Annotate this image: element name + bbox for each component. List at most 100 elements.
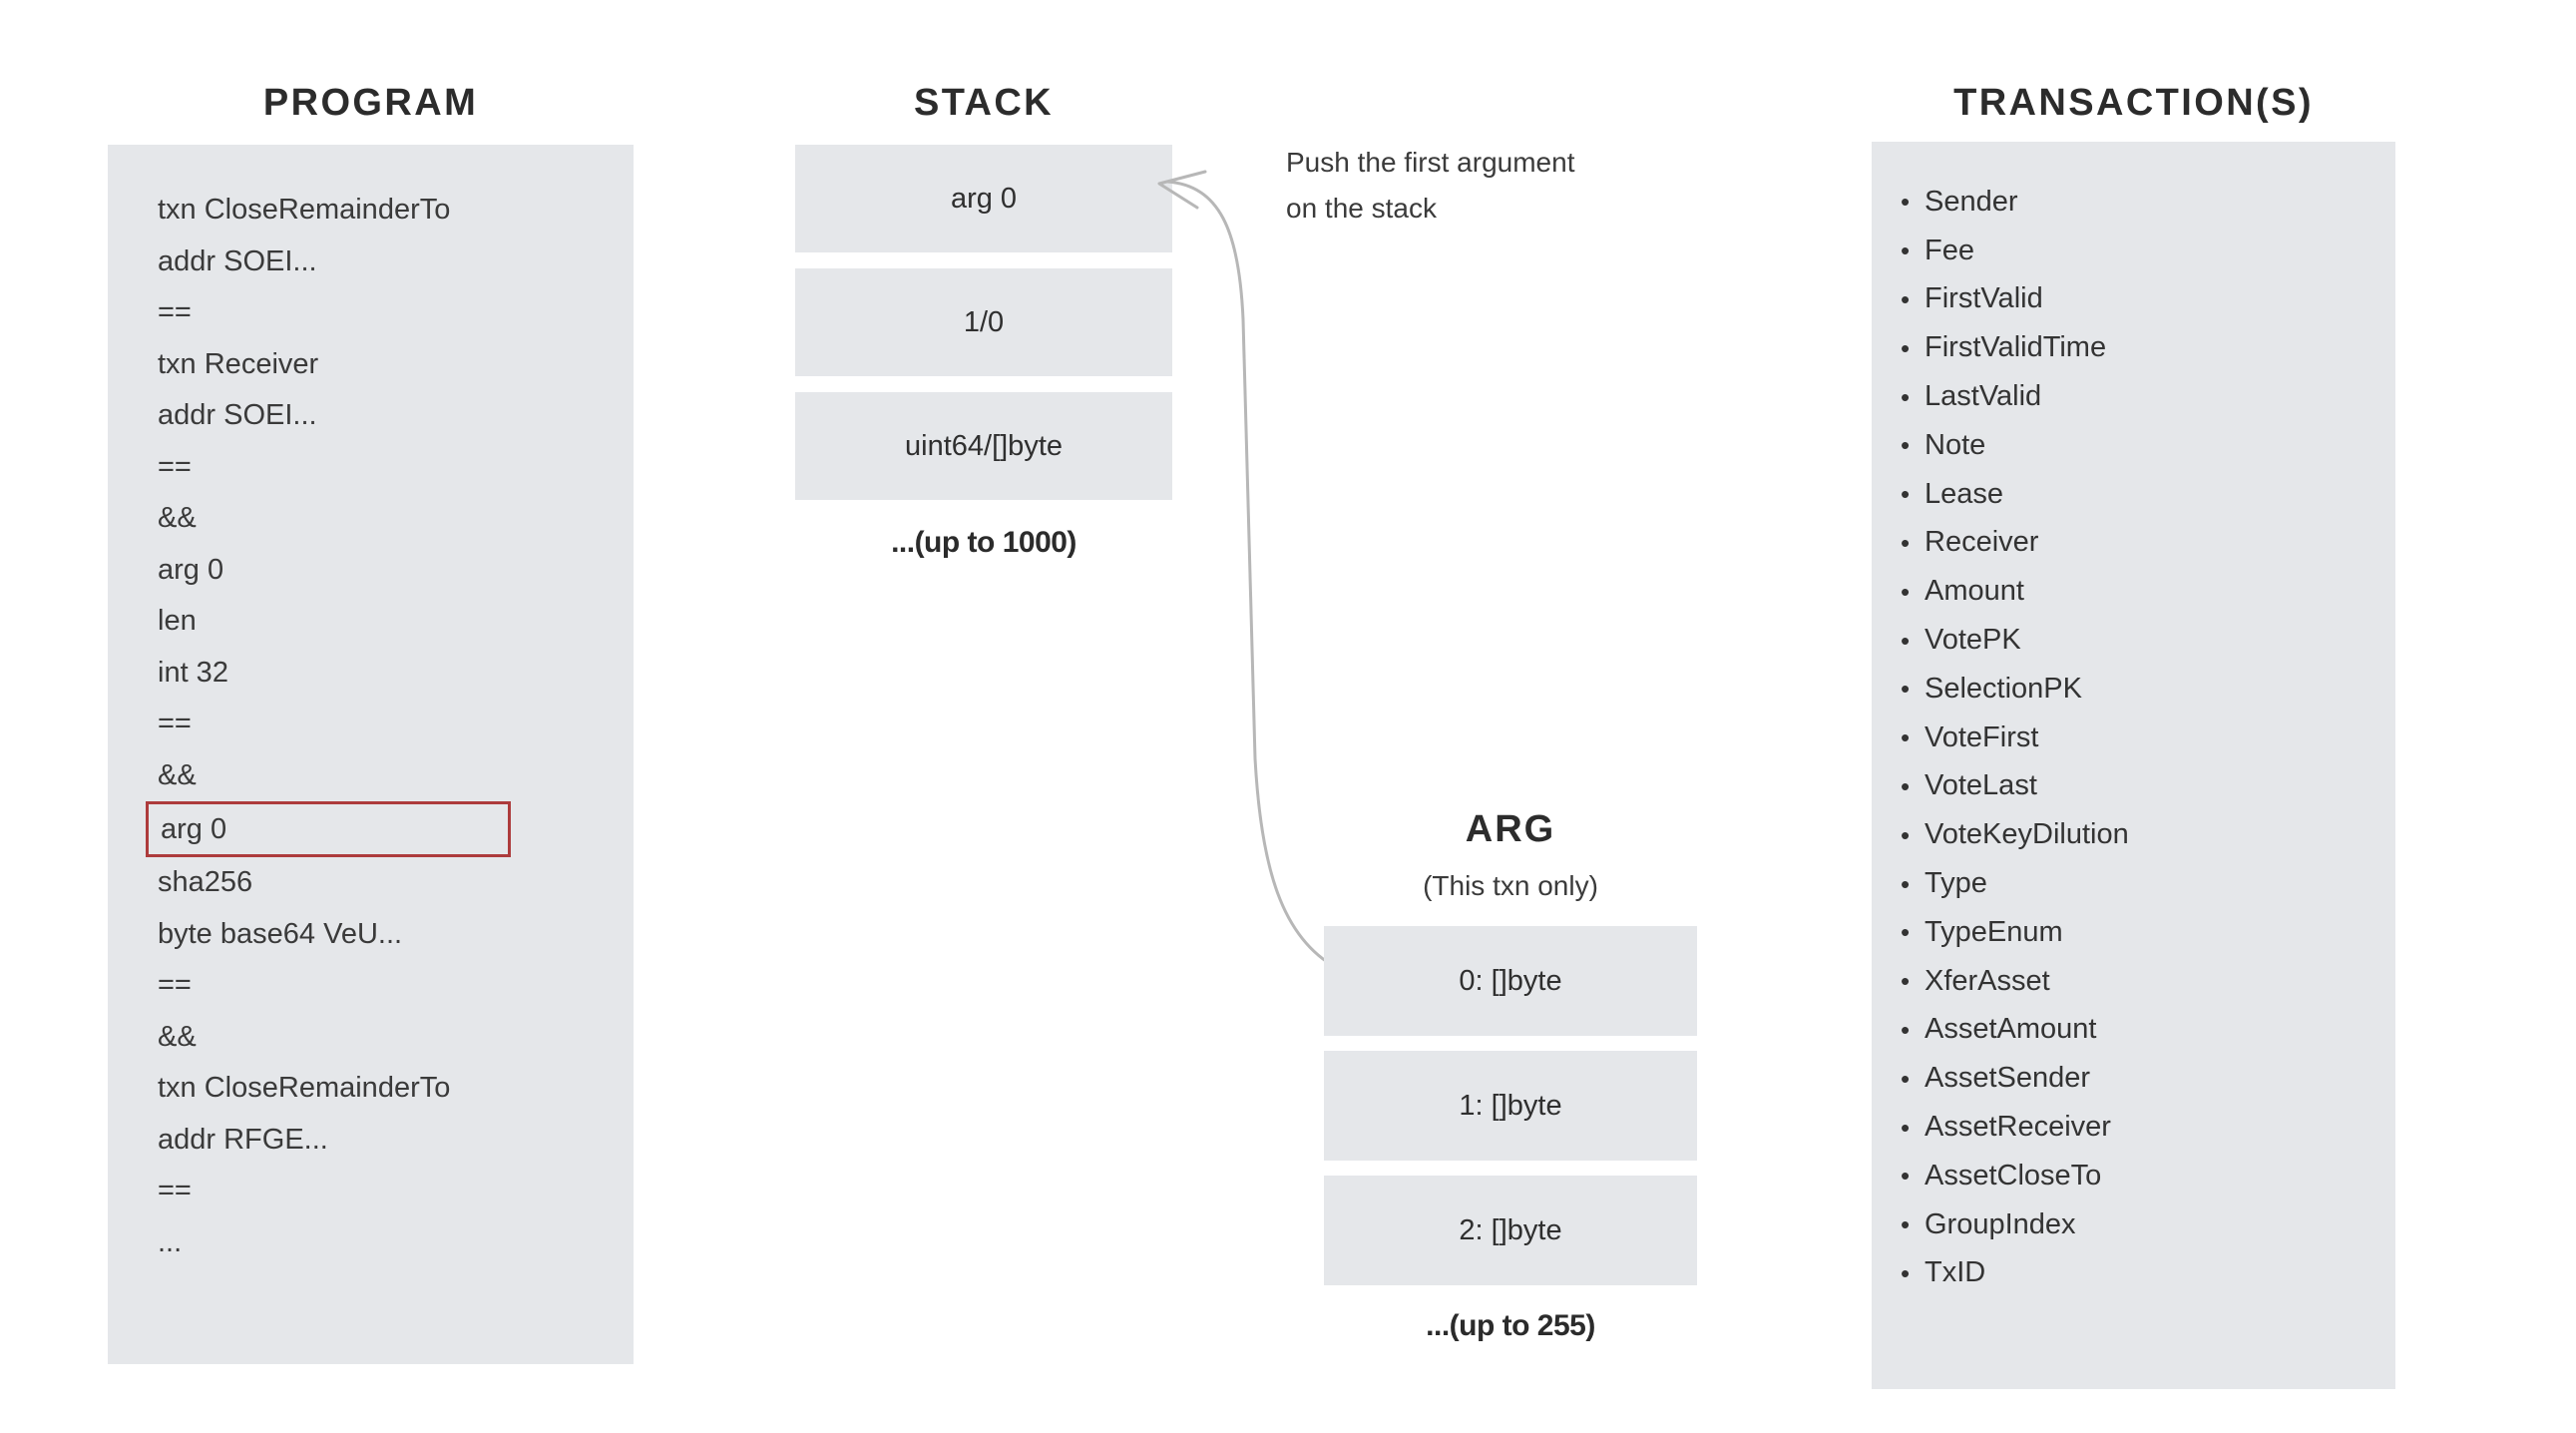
transaction-field-item: • TypeEnum bbox=[1901, 908, 2379, 957]
transaction-field-item: • XferAsset bbox=[1901, 957, 2379, 1006]
transaction-field-label: XferAsset bbox=[1925, 964, 2050, 997]
stack-slot: uint64/[]byte bbox=[795, 392, 1172, 500]
arg-column-subheading: (This txn only) bbox=[1423, 870, 1598, 901]
bullet-icon: • bbox=[1901, 1014, 1911, 1045]
program-row: ... bbox=[158, 1225, 183, 1258]
bullet-icon: • bbox=[1901, 1161, 1911, 1192]
transaction-field-item: •VotePK bbox=[1901, 616, 2379, 665]
transactions-panel bbox=[1872, 142, 2395, 1389]
transaction-field-item: • TxID bbox=[1901, 1249, 2379, 1298]
arg-overflow-label: ...(up to 255) bbox=[1426, 1309, 1595, 1342]
program-row: addr SOEI... bbox=[158, 244, 317, 277]
program-row: arg 0 bbox=[158, 553, 224, 586]
transaction-field-item: • GroupIndex bbox=[1901, 1200, 2379, 1249]
transaction-field-item: • Lease bbox=[1901, 470, 2379, 519]
transaction-field-label: Sender bbox=[1925, 185, 2018, 218]
transaction-field-label: VoteFirst bbox=[1925, 720, 2039, 753]
transaction-field-label: FirstValidTime bbox=[1925, 331, 2107, 364]
transaction-field-list: • Sender • Fee •FirstValid • FirstValidTime • La… bbox=[1901, 178, 2379, 1297]
transactions-column-heading: TRANSACTION(S) bbox=[1953, 82, 2314, 124]
program-row: == bbox=[158, 969, 192, 1002]
bullet-icon: • bbox=[1901, 576, 1911, 607]
transaction-field-label: Note bbox=[1925, 428, 1986, 461]
transaction-field-label: Amount bbox=[1925, 575, 2024, 608]
bullet-icon: • bbox=[1901, 1257, 1911, 1288]
transaction-field-label: Receiver bbox=[1925, 526, 2039, 559]
transaction-field-item: • VoteLast bbox=[1901, 762, 2379, 811]
transaction-field-label: VoteLast bbox=[1925, 769, 2037, 802]
program-column-heading: PROGRAM bbox=[262, 82, 479, 124]
program-row: addr RFGE... bbox=[158, 1123, 328, 1156]
transaction-field-item: • AssetCloseTo bbox=[1901, 1152, 2379, 1200]
transaction-field-label: VotePK bbox=[1925, 624, 2021, 657]
arg-column-heading: ARG bbox=[1465, 808, 1556, 850]
program-row: sha256 bbox=[158, 866, 253, 899]
bullet-icon: • bbox=[1901, 770, 1911, 801]
transaction-field-label: TxID bbox=[1925, 1256, 1986, 1289]
transaction-field-item: • Type bbox=[1901, 859, 2379, 908]
program-row: int 32 bbox=[158, 656, 228, 689]
bullet-icon: • bbox=[1901, 1063, 1911, 1094]
program-panel bbox=[108, 145, 634, 1364]
bullet-icon: • bbox=[1901, 381, 1911, 412]
bullet-icon: • bbox=[1901, 868, 1911, 899]
bullet-icon: • bbox=[1901, 917, 1911, 948]
bullet-icon: • bbox=[1901, 479, 1911, 510]
transaction-field-item: • Amount bbox=[1901, 567, 2379, 616]
annotation-text: Push the first argument on the stack bbox=[1286, 140, 1705, 232]
bullet-icon: • bbox=[1901, 674, 1911, 705]
transaction-field-label: TypeEnum bbox=[1925, 915, 2063, 948]
program-row: txn CloseRemainderTo bbox=[158, 1072, 451, 1105]
transaction-field-label: Type bbox=[1925, 867, 1987, 900]
bullet-icon: • bbox=[1901, 236, 1911, 266]
program-row: && bbox=[158, 1020, 197, 1053]
bullet-icon: • bbox=[1901, 332, 1911, 363]
bullet-icon: • bbox=[1901, 966, 1911, 997]
bullet-icon: • bbox=[1901, 527, 1911, 558]
program-row: len bbox=[158, 605, 197, 638]
transaction-field-label: LastValid bbox=[1925, 380, 2042, 413]
program-row: == bbox=[158, 450, 192, 483]
program-row: == bbox=[158, 296, 192, 329]
transaction-field-label: SelectionPK bbox=[1925, 672, 2082, 705]
arg-slot: 2: []byte bbox=[1324, 1176, 1697, 1285]
arg-slot: 0: []byte bbox=[1324, 926, 1697, 1036]
bullet-icon: • bbox=[1901, 1209, 1911, 1240]
program-row: addr SOEI... bbox=[158, 399, 317, 432]
bullet-icon: • bbox=[1901, 819, 1911, 850]
transaction-field-label: Fee bbox=[1925, 234, 1974, 266]
program-row: == bbox=[158, 708, 192, 740]
transaction-field-label: AssetSender bbox=[1925, 1062, 2091, 1095]
transaction-field-item: •Note bbox=[1901, 421, 2379, 470]
program-row: txn CloseRemainderTo bbox=[158, 194, 451, 227]
bullet-icon: • bbox=[1901, 722, 1911, 753]
stack-overflow-label: ...(up to 1000) bbox=[891, 526, 1076, 559]
transaction-field-item: • Receiver bbox=[1901, 519, 2379, 568]
bullet-icon: • bbox=[1901, 1112, 1911, 1143]
transaction-field-label: Lease bbox=[1925, 477, 2004, 510]
stack-column-heading: STACK bbox=[913, 82, 1055, 124]
bullet-icon: • bbox=[1901, 187, 1911, 218]
transaction-field-item: • SelectionPK bbox=[1901, 665, 2379, 714]
transaction-field-item: • AssetAmount bbox=[1901, 1006, 2379, 1055]
program-instruction-list: txn CloseRemainderTo addr SOEI... == txn Re… bbox=[146, 185, 591, 1268]
program-row: txn Receiver bbox=[158, 347, 319, 380]
transaction-field-item: • VoteFirst bbox=[1901, 714, 2379, 762]
bullet-icon: • bbox=[1901, 283, 1911, 314]
transaction-field-item: • LastValid bbox=[1901, 372, 2379, 421]
transaction-field-label: VoteKeyDilution bbox=[1925, 818, 2129, 851]
transaction-field-item: • AssetSender bbox=[1901, 1054, 2379, 1103]
transaction-field-item: • FirstValidTime bbox=[1901, 323, 2379, 372]
program-row-highlighted: arg 0 bbox=[146, 801, 511, 857]
transaction-field-item: •FirstValid bbox=[1901, 275, 2379, 324]
stack-slot: arg 0 bbox=[795, 145, 1172, 252]
program-row: byte base64 VeU... bbox=[158, 917, 403, 950]
transaction-field-label: AssetCloseTo bbox=[1925, 1159, 2102, 1192]
arg-slot: 1: []byte bbox=[1324, 1051, 1697, 1161]
transaction-field-label: AssetAmount bbox=[1925, 1013, 2097, 1046]
annotation-line-1: Push the first argument bbox=[1286, 147, 1575, 178]
transaction-field-item: •AssetReceiver bbox=[1901, 1103, 2379, 1152]
transaction-field-label: GroupIndex bbox=[1925, 1207, 2076, 1240]
program-row: && bbox=[158, 502, 197, 535]
